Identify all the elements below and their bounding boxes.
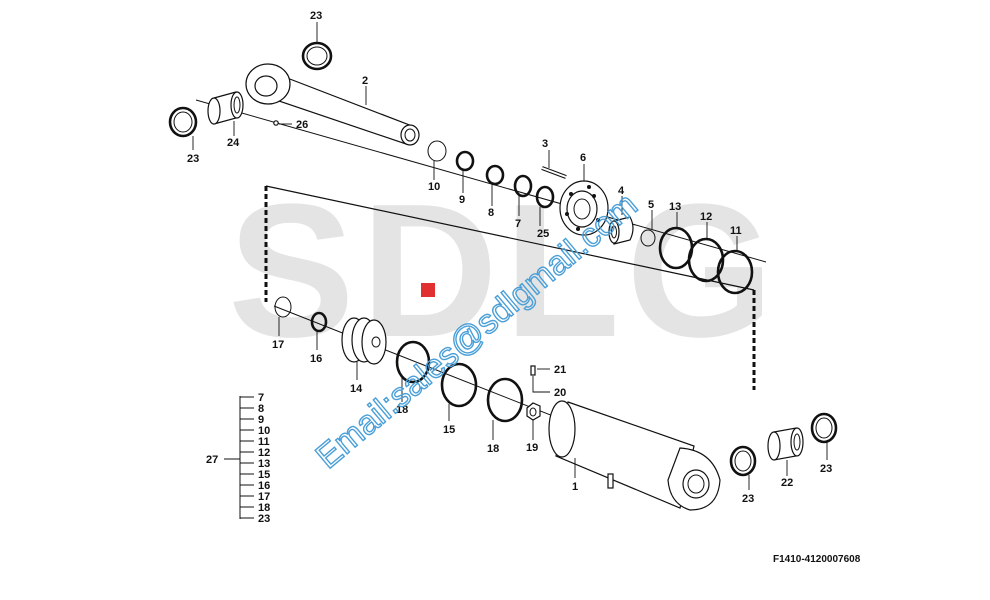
part-seal-23-left [168, 106, 198, 138]
callout-17: 17 [272, 339, 284, 351]
callout-18: 18 [396, 404, 408, 416]
callout-9: 9 [459, 194, 465, 206]
callout-2: 2 [362, 75, 368, 87]
part-seal-23-top-inner [306, 46, 328, 66]
part-ring-15 [440, 362, 478, 408]
kit-item-label: 17 [258, 491, 270, 503]
kit-label: 27 [206, 454, 218, 466]
callout-3: 6 [580, 152, 586, 164]
callout-12: 12 [700, 211, 712, 223]
part-set-screw-21 [530, 365, 536, 376]
part-cylinder-tube-1 [548, 400, 721, 511]
kit-item-label: 7 [258, 392, 264, 404]
part-piston-14 [341, 317, 387, 365]
callout-16: 16 [310, 353, 322, 365]
part-ring-5 [640, 229, 656, 247]
callout-23: 23 [820, 463, 832, 475]
part-bolt-25 [541, 166, 567, 179]
kit-item-label: 16 [258, 480, 270, 492]
callout-5: 5 [648, 199, 654, 211]
part-bushing-22 [767, 427, 804, 461]
callout-11: 11 [730, 225, 742, 237]
part-ring-6 [535, 185, 555, 209]
part-seal-23-right-a [729, 445, 757, 477]
kit-item-label: 8 [258, 403, 264, 415]
brand-red-square [421, 283, 435, 297]
kit-item-label: 18 [258, 502, 270, 514]
part-bushing-24 [207, 91, 244, 125]
part-ring-7 [513, 174, 533, 198]
kit-bracket-27: 27 [206, 396, 241, 519]
callout-20: 20 [554, 387, 566, 399]
figure-reference: F1410-4120007608 [773, 554, 861, 565]
callout-26: 26 [296, 119, 308, 131]
kit-item-label: 12 [258, 447, 270, 459]
leader-lines [192, 22, 828, 490]
brand-watermark-text: SDLG [228, 165, 780, 377]
upper-axis-line [195, 99, 767, 263]
part-ring-12 [687, 237, 725, 283]
kit-item-label: 10 [258, 425, 270, 437]
part-ring-18b [486, 377, 524, 423]
callout-23: 23 [742, 493, 754, 505]
callout-14: 14 [350, 383, 363, 395]
callout-8: 8 [488, 207, 494, 219]
callout-24: 24 [227, 137, 240, 149]
callout-19: 19 [526, 442, 538, 454]
callout-21: 21 [554, 364, 566, 376]
callout-22: 22 [781, 477, 793, 489]
part-ring-16 [310, 311, 328, 333]
callout-1: 1 [572, 481, 578, 493]
part-ring-8 [485, 164, 505, 186]
callout-7: 7 [515, 218, 521, 230]
part-piston-rod-2 [245, 63, 420, 146]
callout-10: 10 [428, 181, 440, 193]
callout-4: 4 [618, 185, 625, 197]
part-seal-23-right-b-inner [815, 417, 833, 439]
kit-item-label: 11 [258, 436, 270, 448]
part-ring-10 [427, 140, 447, 162]
part-seal-23-right-b [810, 412, 838, 444]
callout-6: 25 [537, 228, 549, 240]
callout-18: 18 [487, 443, 499, 455]
part-bushing-4 [608, 216, 634, 245]
callout-23: 23 [187, 153, 199, 165]
kit-item-label: 9 [258, 414, 264, 426]
part-ring-17 [274, 296, 292, 318]
callout-25: 3 [542, 138, 548, 150]
part-ring-9 [455, 150, 475, 172]
kit-item-label: 23 [258, 513, 270, 525]
brand-watermark: SDLG [228, 165, 780, 377]
part-seal-23-left-inner [173, 111, 193, 133]
kit-item-label: 15 [258, 469, 270, 481]
part-ring-11 [716, 249, 754, 295]
part-nut-19 [526, 402, 541, 421]
callout-labels: 23 2 23 24 26 10 9 8 7 25 3 6 4 5 13 12 … [187, 10, 832, 505]
part-seal-23-right-a-inner [734, 450, 752, 472]
callout-13: 13 [669, 201, 681, 213]
assembly-link-line [264, 185, 756, 390]
callout-15: 15 [443, 424, 455, 436]
kit-item-label: 13 [258, 458, 270, 470]
part-cylinder-head-3 [559, 180, 609, 236]
callout-23: 23 [310, 10, 322, 22]
part-ring-18a [395, 340, 431, 384]
